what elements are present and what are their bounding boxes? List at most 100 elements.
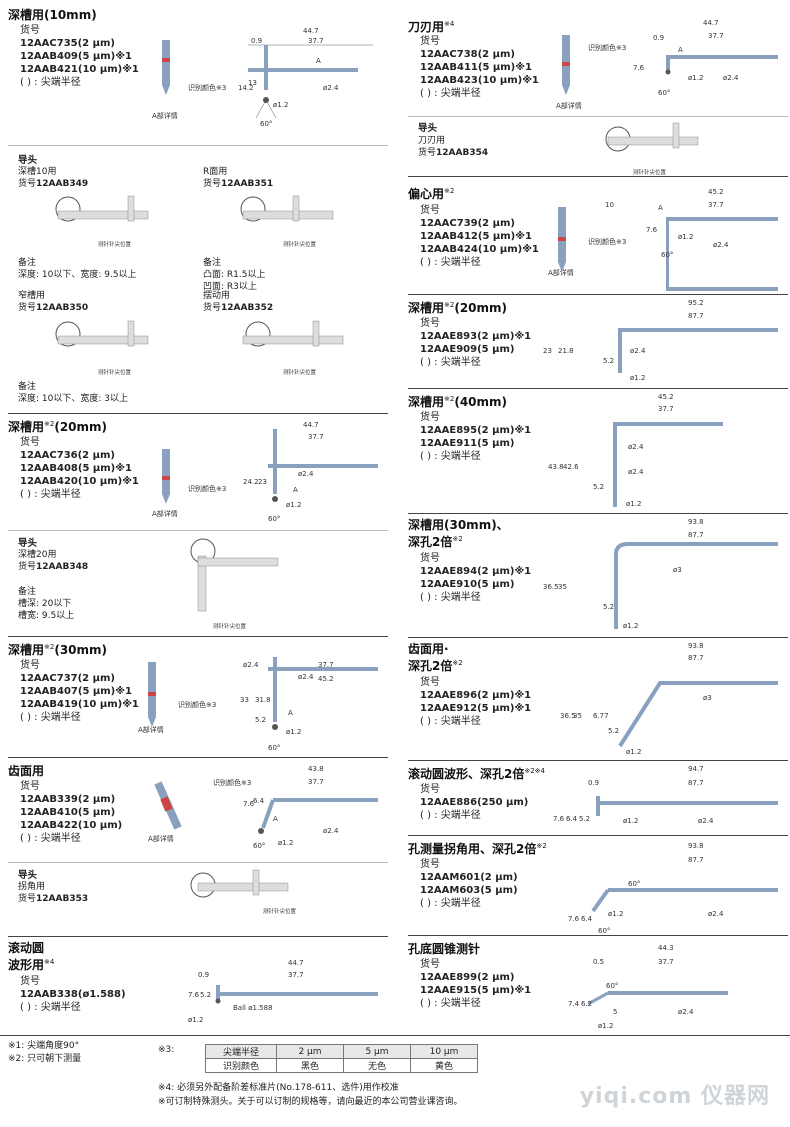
svg-text:5.2: 5.2 <box>603 603 614 611</box>
section-deep-groove-10: 深槽用(10mm) 货号 12AAC735(2 µm) 12AAB409(5 µ… <box>8 0 388 145</box>
svg-text:87.7: 87.7 <box>688 654 704 662</box>
svg-text:87.7: 87.7 <box>688 531 704 539</box>
svg-text:ø1.2: ø1.2 <box>286 728 301 736</box>
section-title: 刀刃用※4 <box>408 20 455 34</box>
stylus-drawing: A部详情 识别颜色※3 44.7 37.7 0.9 14.2 13 A ø2.4… <box>152 27 373 128</box>
svg-text:ø1.2: ø1.2 <box>598 1022 613 1030</box>
guide-notes-350: 备注深度: 10以下、宽度: 3以上 <box>18 382 128 404</box>
stylus-drawing: A部详情 识别颜色※3 45.2 37.7 10 7.6 A ø1.2 ø2.4… <box>548 188 778 291</box>
svg-text:6.4: 6.4 <box>581 915 593 923</box>
svg-text:ø1.2: ø1.2 <box>623 622 638 630</box>
part-number: 12AAC735(2 µm) <box>20 38 115 49</box>
svg-text:44.3: 44.3 <box>658 944 674 952</box>
svg-text:37.7: 37.7 <box>308 778 324 786</box>
svg-text:10: 10 <box>605 201 614 209</box>
svg-text:ø1.2: ø1.2 <box>630 374 645 382</box>
svg-text:5.2: 5.2 <box>579 815 590 823</box>
svg-text:93.8: 93.8 <box>688 642 704 650</box>
svg-text:37.7: 37.7 <box>308 37 324 45</box>
svg-text:A部详情: A部详情 <box>152 509 178 518</box>
part-list: 货号 12AAC738(2 µm) 12AAB411(5 µm)※1 12AAB… <box>420 36 539 99</box>
svg-text:87.7: 87.7 <box>688 856 704 864</box>
guide-drawing-352: 测针针尖位置 <box>242 320 344 376</box>
section-title: 孔底圆锥测针 <box>408 942 481 956</box>
stylus-drawing: 95.2 87.7 23 21.8 5.2 ø2.4 ø1.2 <box>543 299 778 382</box>
svg-text:0.9: 0.9 <box>588 779 599 787</box>
svg-text:6.77: 6.77 <box>593 712 609 720</box>
section-title: 齿面用 <box>8 764 45 778</box>
svg-text:37.7: 37.7 <box>708 201 724 209</box>
stylus-drawing: 93.8 87.7 36.5 35 5.2 ø3 ø1.2 <box>543 518 778 630</box>
guide-item-348: 深槽20用 货号12AAB348 <box>18 550 89 572</box>
svg-text:24.2: 24.2 <box>243 478 259 486</box>
svg-text:35: 35 <box>558 583 567 591</box>
code-label: 货号 <box>20 25 40 36</box>
svg-text:44.7: 44.7 <box>303 27 319 35</box>
svg-text:7.6: 7.6 <box>243 800 255 808</box>
svg-text:0.5: 0.5 <box>593 958 604 966</box>
svg-text:87.7: 87.7 <box>688 779 704 787</box>
guide-drawing-351: 测针针尖位置 <box>240 195 334 248</box>
section-title: 滚动圆波形用※4 <box>8 941 55 972</box>
tip-radius-note: ( ) : 尖端半径 <box>20 77 81 88</box>
section-hole-corner: 孔测量拐角用、深孔2倍※2 货号 12AAM601(2 µm) 12AAM603… <box>408 835 788 936</box>
footnote-2: ※2: 只可朝下测量 <box>8 1054 82 1064</box>
guide-item-350: 窄槽用 货号12AAB350 <box>18 291 89 313</box>
guide-drawing-353: 测针针尖位置 <box>190 869 297 915</box>
svg-text:ø2.4: ø2.4 <box>723 74 739 82</box>
svg-text:93.8: 93.8 <box>688 842 704 850</box>
guide-item-353: 拐角用 货号12AAB353 <box>18 882 89 904</box>
part-list: 货号 12AAC736(2 µm) 12AAB408(5 µm)※1 12AAB… <box>20 437 139 500</box>
svg-text:60°: 60° <box>606 982 618 990</box>
svg-text:45.2: 45.2 <box>658 393 674 401</box>
stylus-drawing: 94.7 87.7 0.9 7.6 6.4 5.2 ø1.2 ø2.4 <box>553 765 778 825</box>
svg-text:A部详情: A部详情 <box>548 268 574 277</box>
part-list: 货号 12AAC737(2 µm) 12AAB407(5 µm)※1 12AAB… <box>20 660 139 723</box>
part-list: 货号 12AAE896(2 µm)※1 12AAE912(5 µm)※1 ( )… <box>420 677 532 727</box>
section-title: 深槽用※2(20mm) <box>8 420 108 434</box>
svg-text:60°: 60° <box>628 880 640 888</box>
footer-rule <box>0 1035 790 1036</box>
svg-text:42.6: 42.6 <box>563 463 579 471</box>
footnote-1: ※1: 尖端角度90° <box>8 1041 80 1051</box>
svg-text:60°: 60° <box>253 842 265 850</box>
svg-text:测针针尖位置: 测针针尖位置 <box>283 368 317 376</box>
svg-text:33: 33 <box>240 696 249 704</box>
svg-text:5.2: 5.2 <box>200 991 211 999</box>
subsection-guide-heads: 导头 深槽10用 货号12AAB349 测针针尖位置 备注深度: 10以下、宽度… <box>8 145 388 414</box>
subsection-title: 导头 <box>18 155 38 166</box>
part-list: 货号 12AAE893(2 µm)※1 12AAE909(5 µm) ( ) :… <box>420 318 532 368</box>
svg-text:ø3: ø3 <box>703 694 712 702</box>
svg-text:测针针尖位置: 测针针尖位置 <box>263 907 297 915</box>
svg-text:60°: 60° <box>658 89 670 97</box>
svg-text:A: A <box>288 709 293 717</box>
section-title: 深槽用(10mm) <box>8 8 97 22</box>
svg-text:0.9: 0.9 <box>251 37 262 45</box>
svg-text:ø3: ø3 <box>673 566 682 574</box>
section-deep-groove-30: 深槽用※2(30mm) 货号 12AAC737(2 µm) 12AAB407(5… <box>8 636 388 758</box>
svg-text:21.8: 21.8 <box>558 347 574 355</box>
svg-text:ø1.2: ø1.2 <box>678 233 693 241</box>
svg-text:7.6: 7.6 <box>633 64 645 72</box>
svg-text:ø2.4: ø2.4 <box>323 84 339 92</box>
svg-text:31.8: 31.8 <box>255 696 271 704</box>
guide-drawing-354: 测针针尖位置 <box>605 122 699 176</box>
svg-text:5.2: 5.2 <box>593 483 604 491</box>
section-title: 孔测量拐角用、深孔2倍※2 <box>408 842 547 856</box>
section-title: 偏心用※2 <box>408 187 455 201</box>
svg-text:测针针尖位置: 测针针尖位置 <box>633 168 667 176</box>
svg-text:ø2.4: ø2.4 <box>630 347 646 355</box>
detail-label: A部详情 <box>152 111 178 120</box>
svg-text:60°: 60° <box>268 744 280 752</box>
svg-text:0.9: 0.9 <box>198 971 209 979</box>
guide-item-352: 摆动用 货号12AAB352 <box>203 291 274 313</box>
svg-text:6.4: 6.4 <box>566 815 578 823</box>
svg-text:37.7: 37.7 <box>318 661 334 669</box>
section-title: 滚动圆波形、深孔2倍※2※4 <box>408 767 545 781</box>
svg-text:ø2.4: ø2.4 <box>298 470 314 478</box>
section-title: 深槽用※2(40mm) <box>408 395 508 409</box>
svg-text:43.8: 43.8 <box>548 463 564 471</box>
section-knife-edge: 刀刃用※4 货号 12AAC738(2 µm) 12AAB411(5 µm)※1… <box>408 0 788 116</box>
part-list: 货号 12AAM601(2 µm) 12AAM603(5 µm) ( ) : 尖… <box>420 859 518 909</box>
guide-notes-348: 备注槽深: 20以下槽宽: 9.5以上 <box>18 587 75 621</box>
